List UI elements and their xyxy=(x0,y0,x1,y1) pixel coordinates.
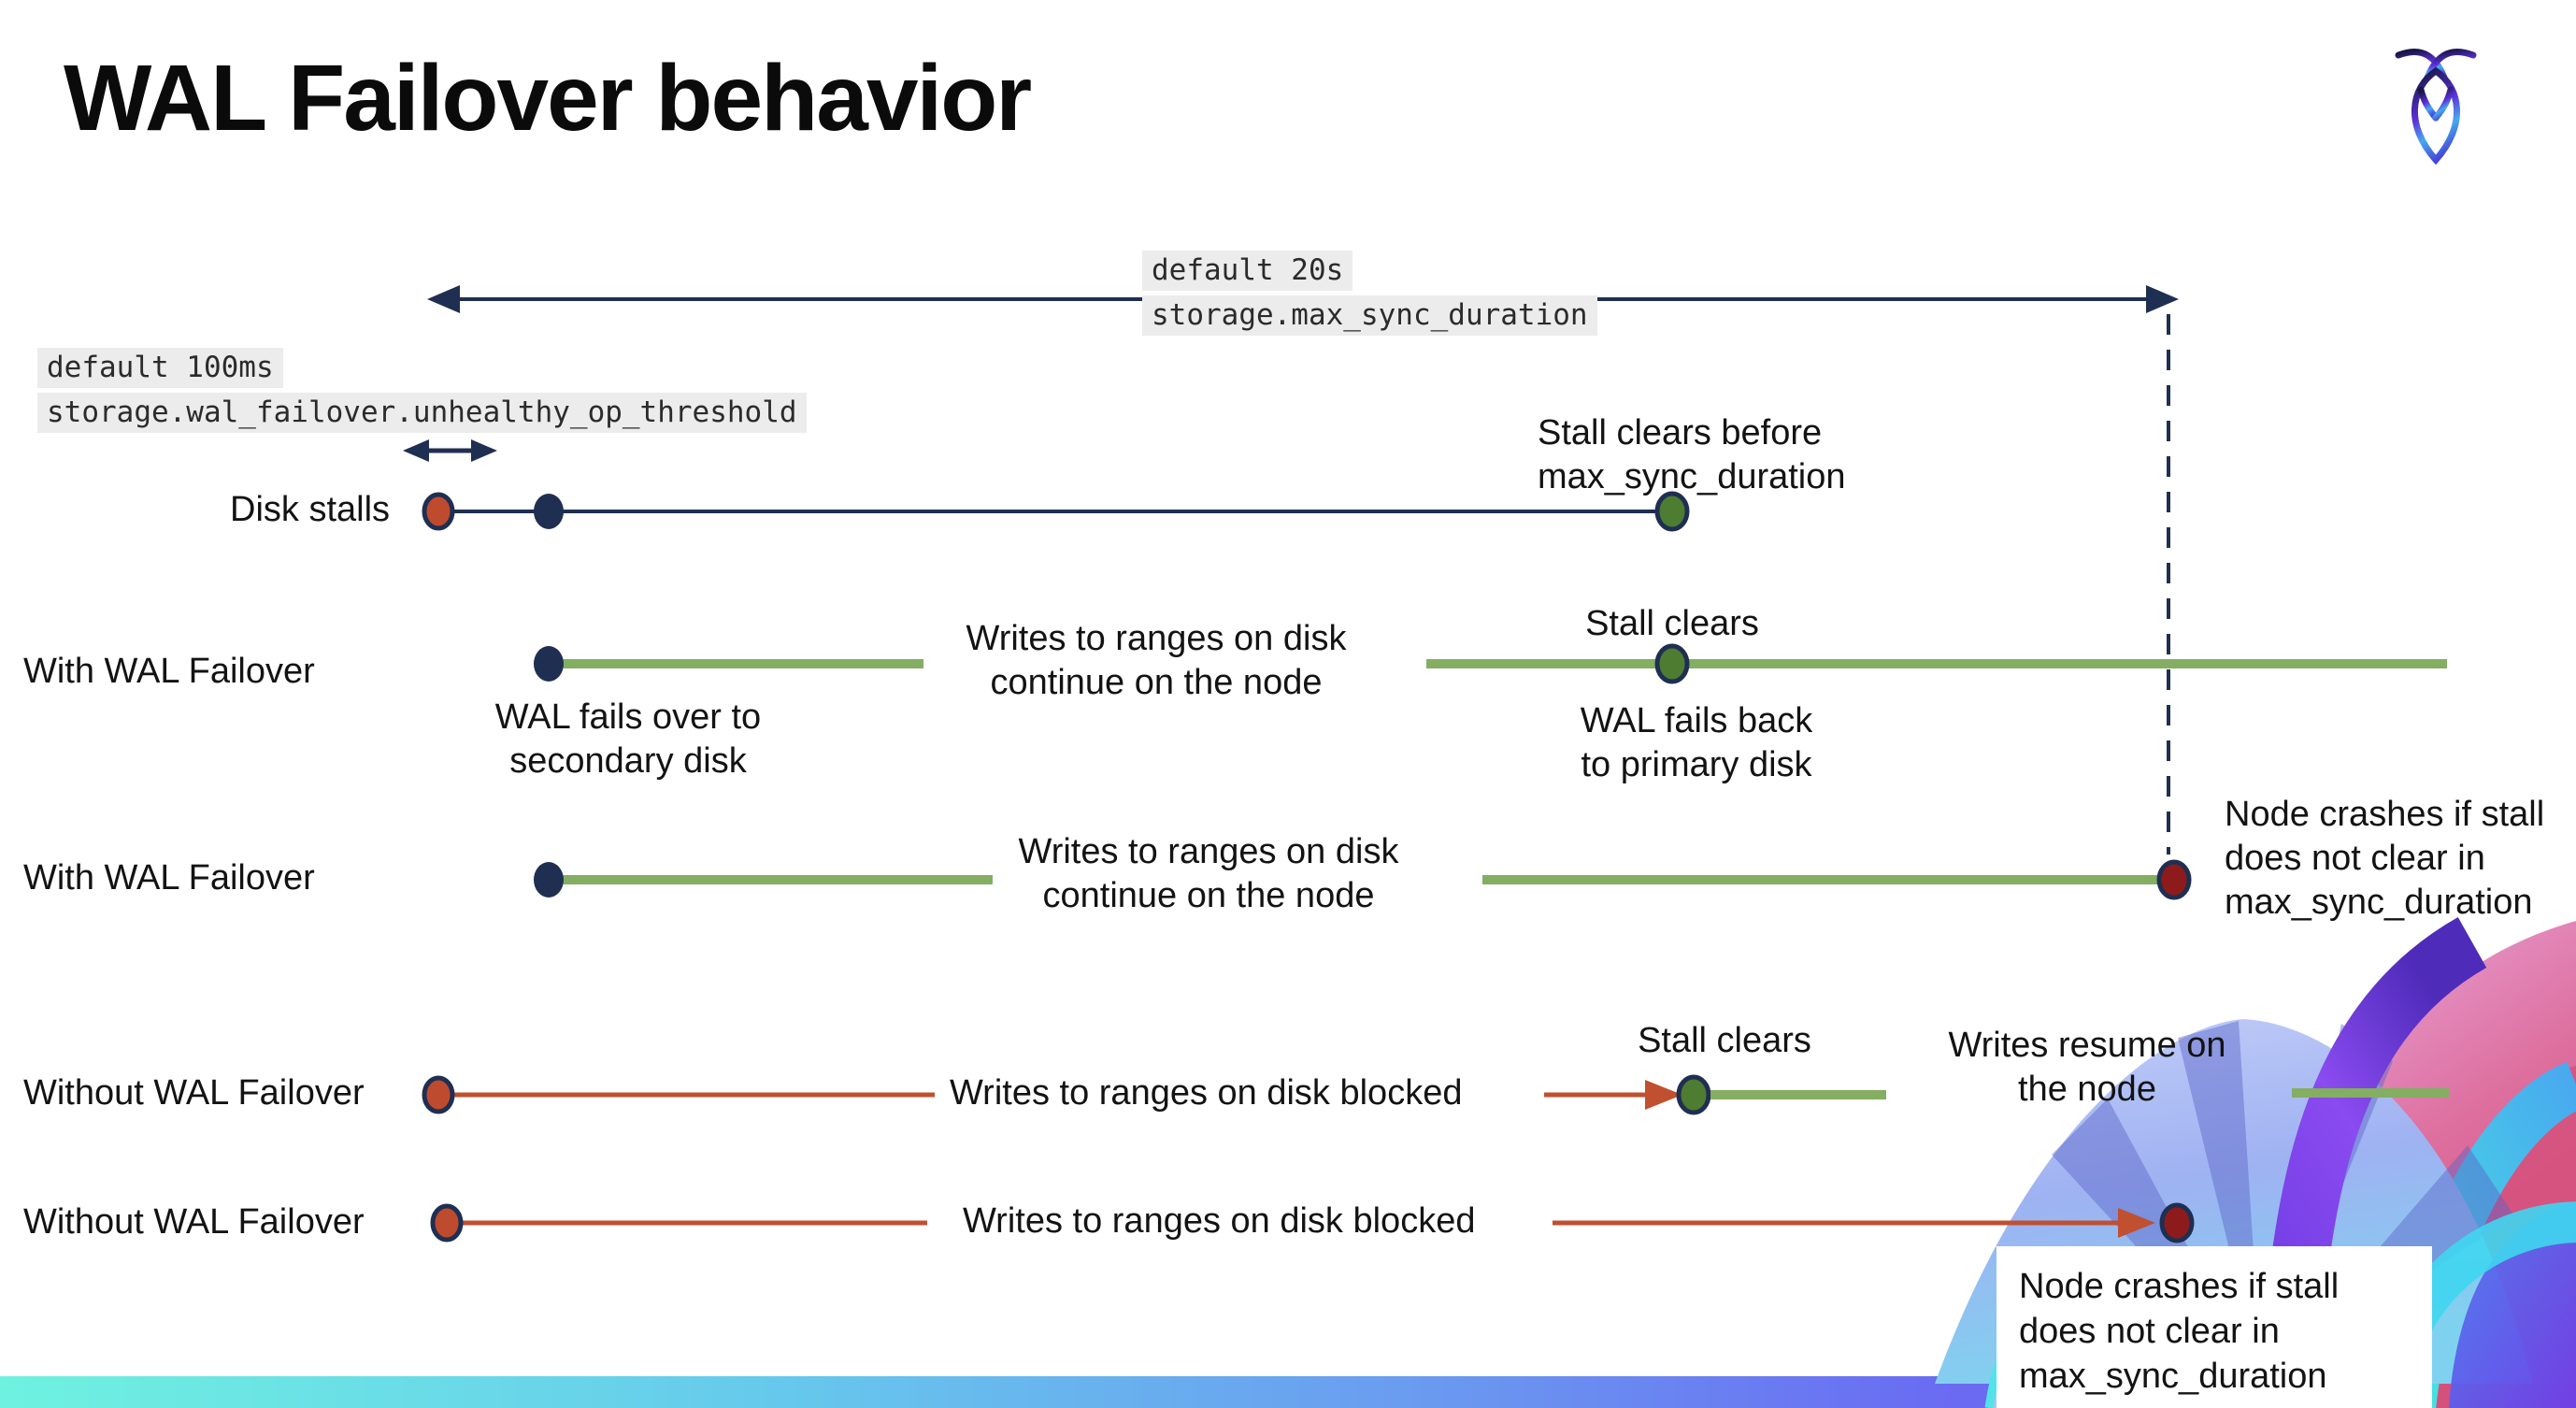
annotation-node-crashes-mid: Node crashes if stall does not clear in … xyxy=(2225,795,2545,922)
max-sync-duration-label: default 20s storage.max_sync_duration xyxy=(1142,251,1597,336)
annotation-writes-continue-2: Writes to ranges on disk continue on the… xyxy=(1018,832,1399,915)
annotation-stall-clears-before: Stall clears before max_sync_duration xyxy=(1538,413,1846,496)
failover-dot xyxy=(534,862,564,898)
annotation-writes-blocked-2: Writes to ranges on disk blocked xyxy=(963,1201,1476,1241)
node-crash-dot xyxy=(2159,1202,2195,1243)
cockroachdb-logo-icon xyxy=(2395,48,2477,165)
row-label-with-failover-1: With WAL Failover xyxy=(23,652,315,691)
callout-box xyxy=(1996,1246,2432,1408)
annotation-writes-continue-1: Writes to ranges on disk continue on the… xyxy=(966,619,1347,702)
arrowhead-right-icon xyxy=(471,439,497,462)
arrowhead-right-icon xyxy=(1645,1080,1682,1110)
timeline-with-failover-clears xyxy=(534,643,2447,684)
timeline-with-failover-crash xyxy=(534,859,2192,900)
row-label-disk-stalls: Disk stalls xyxy=(230,490,391,529)
stall-start-dot xyxy=(430,1203,464,1243)
timeline-disk-stalls xyxy=(422,491,1690,532)
annotation-node-crashes-bottom: Node crashes if stall does not clear in … xyxy=(2019,1267,2340,1396)
unhealthy-op-threshold-span-arrow xyxy=(403,439,497,462)
arrowhead-right-icon xyxy=(2146,285,2179,313)
annotation-writes-blocked-1: Writes to ranges on disk blocked xyxy=(950,1073,1463,1113)
stall-clears-dot xyxy=(1676,1074,1711,1115)
annotation-writes-resume: Writes resume on the node xyxy=(1948,1026,2226,1109)
threshold-dot xyxy=(534,494,564,529)
default-20s-text: default 20s xyxy=(1142,251,1353,291)
page-title: WAL Failover behavior xyxy=(64,46,1032,151)
failover-dot xyxy=(534,646,564,682)
max-sync-setting-text: storage.max_sync_duration xyxy=(1142,295,1597,336)
arrowhead-right-icon xyxy=(2118,1208,2155,1238)
row-label-without-failover-1: Without WAL Failover xyxy=(23,1073,365,1113)
annotation-wal-fails-over: WAL fails over to secondary disk xyxy=(494,697,762,781)
stall-clears-dot xyxy=(1654,643,1690,684)
stall-start-dot xyxy=(422,1075,455,1114)
annotation-stall-clears-bottom: Stall clears xyxy=(1638,1021,1811,1060)
threshold-setting-text: storage.wal_failover.unhealthy_op_thresh… xyxy=(37,393,807,433)
node-crash-dot xyxy=(2156,859,2192,900)
row-label-without-failover-2: Without WAL Failover xyxy=(23,1202,365,1242)
arrowhead-left-icon xyxy=(427,285,460,313)
arrowhead-left-icon xyxy=(403,439,429,462)
timeline-without-failover-clears xyxy=(422,1074,2449,1115)
row-label-with-failover-2: With WAL Failover xyxy=(23,858,315,898)
annotation-stall-clears-mid: Stall clears xyxy=(1585,604,1759,643)
annotation-wal-fails-back: WAL fails back to primary disk xyxy=(1580,701,1813,784)
violet-arch-shape xyxy=(2449,1201,2576,1408)
timeline-without-failover-crash xyxy=(430,1202,2195,1243)
default-100ms-text: default 100ms xyxy=(37,348,283,388)
stall-clears-dot xyxy=(1654,491,1690,532)
unhealthy-op-threshold-label: default 100ms storage.wal_failover.unhea… xyxy=(37,348,807,433)
stall-start-dot xyxy=(422,492,455,531)
